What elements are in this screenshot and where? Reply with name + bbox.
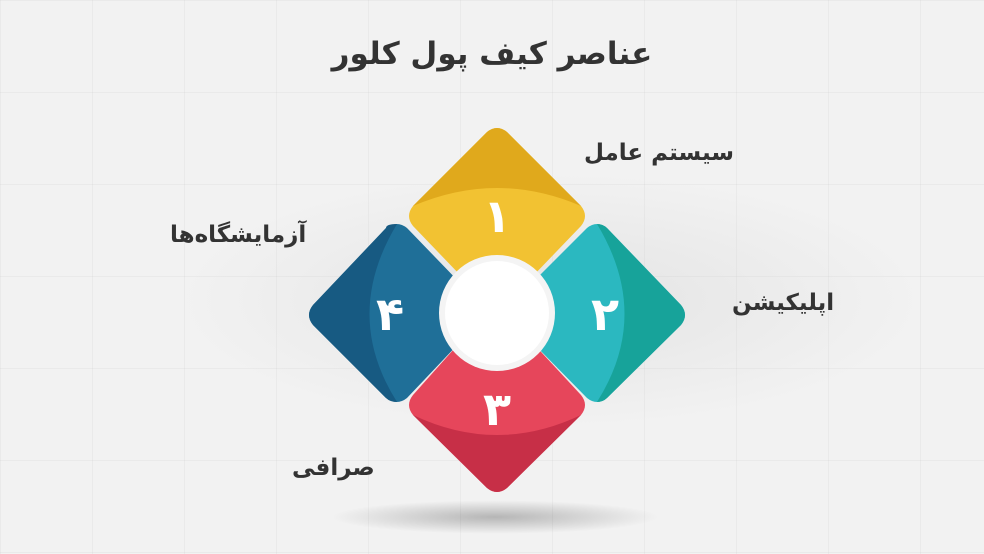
segment-2-label: اپلیکیشن xyxy=(732,290,835,316)
segment-3-shade xyxy=(413,415,581,492)
segment-2 xyxy=(530,224,685,402)
segment-3-number: ۳ xyxy=(483,382,511,436)
segment-3-label: صرافی xyxy=(292,455,375,481)
segment-1 xyxy=(409,128,585,277)
segment-1-label: سیستم عامل xyxy=(584,140,734,166)
segment-2-shade xyxy=(597,224,685,402)
segment-1-shape xyxy=(409,128,585,277)
diagram-title: عناصر کیف پول کلور xyxy=(331,36,653,72)
segment-2-number: ۲ xyxy=(591,287,619,341)
segment-4 xyxy=(309,224,462,402)
segment-4-shade xyxy=(309,224,397,402)
segment-4-label: آزمایشگاه‌ها xyxy=(170,222,307,248)
segment-1-number: ۱ xyxy=(483,189,511,243)
segment-3 xyxy=(409,340,585,492)
diagram-shadow xyxy=(330,500,660,534)
center-circle xyxy=(445,261,549,365)
segment-4-number: ۴ xyxy=(376,287,404,341)
segment-1-shade xyxy=(413,128,581,206)
